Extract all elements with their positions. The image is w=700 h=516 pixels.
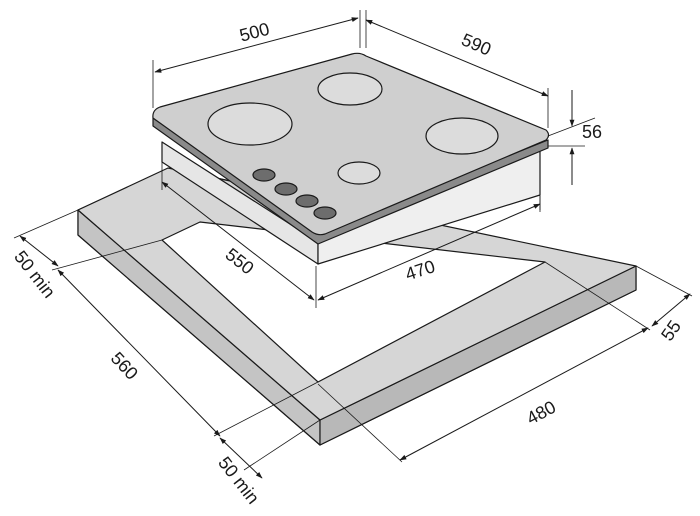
control-knob [252,168,276,182]
dimension-label-590: 590 [459,29,494,59]
control-knob [313,206,337,220]
burner-rear-center [317,72,383,106]
dimension-label-50-min-front: 50 min [214,453,263,508]
dimension-label-500: 500 [237,19,271,46]
dimension-min-front: 50 min [214,419,321,508]
dimension-label-50-min-left: 50 min [10,247,59,302]
dimension-right-margin: 55 [635,265,693,345]
dimension-label-55: 55 [657,317,685,345]
control-knob [274,182,298,196]
dimension-label-56: 56 [582,122,602,142]
burner-right [425,117,499,155]
burner-large-left [207,102,293,146]
dimension-label-480: 480 [523,397,559,429]
dimension-label-560: 560 [107,348,142,384]
dimension-thickness: 56 [539,90,602,210]
burner-small-front [337,161,381,185]
control-knob [295,194,319,208]
